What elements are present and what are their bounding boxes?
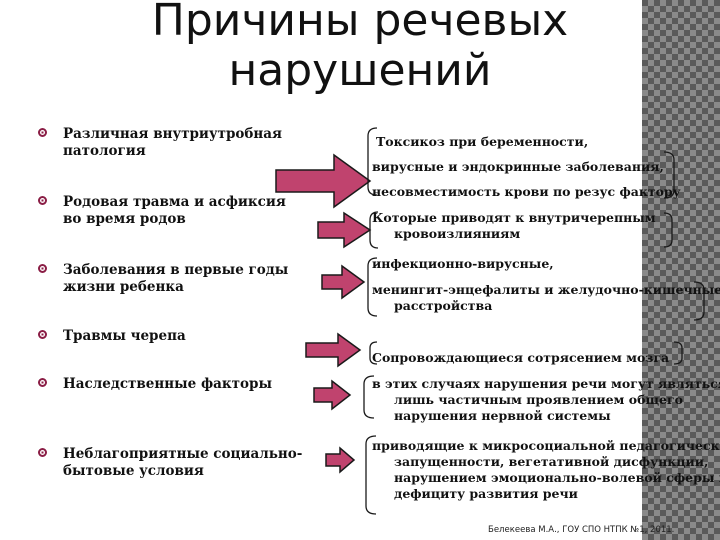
cause-text: Различная внутриутробная патология	[63, 126, 283, 159]
bullet-icon	[38, 378, 47, 387]
effect-line: менингит-энцефалиты и желудочно-кишечные	[372, 282, 720, 297]
slide-title: Причины речевых нарушений	[0, 0, 720, 96]
bracket-right	[663, 212, 673, 248]
cause-text: Заболевания в первые годы жизни ребенка	[63, 262, 289, 295]
bracket-left	[367, 127, 378, 196]
decorative-checker-stripe	[642, 0, 720, 540]
bullet-icon	[38, 196, 47, 205]
effect-text: в этих случаях нарушения речи могут явля…	[372, 376, 720, 424]
bracket-left	[365, 435, 377, 515]
effect-line: нарушения нервной системы	[394, 408, 611, 423]
effect-text: Токсикоз при беременности,	[376, 134, 589, 149]
effect-text: несовместимость крови по резус фактору	[372, 184, 681, 199]
effect-text: приводящие к микросоциальной педагогичес…	[372, 438, 720, 502]
bracket-left	[363, 375, 375, 419]
effect-line: кровоизлияниям	[394, 226, 521, 241]
title-line-1: Причины речевых	[151, 0, 569, 46]
effect-line: Которые приводят к внутричерепным	[372, 210, 656, 225]
bullet-icon	[38, 128, 47, 137]
effect-line: приводящие к микросоциальной педагогичес…	[372, 438, 720, 453]
cause-item: Неблагоприятные социально-бытовые услови…	[38, 446, 308, 480]
cause-text: Родовая травма и асфиксия во время родов	[63, 194, 286, 227]
cause-item: Различная внутриутробная патология	[38, 126, 308, 160]
effect-text: менингит-энцефалиты и желудочно-кишечные…	[372, 282, 720, 314]
effect-line: дефициту развития речи	[394, 486, 578, 501]
effect-text: Которые приводят к внутричерепным кровои…	[372, 210, 656, 242]
effect-line: лишь частичным проявлением общего	[394, 392, 683, 407]
effect-line: расстройства	[394, 298, 493, 313]
bullet-icon	[38, 330, 47, 339]
effect-line: в этих случаях нарушения речи могут явля…	[372, 376, 720, 391]
effect-text: инфекционно-вирусные,	[372, 256, 554, 271]
bracket-left	[367, 257, 378, 317]
effect-line: нарушением эмоционально-волевой сферы и	[394, 470, 720, 485]
bracket-right	[693, 281, 705, 321]
bracket-right	[663, 151, 675, 199]
title-line-2: нарушений	[228, 45, 492, 96]
arrow-icon	[321, 264, 366, 300]
cause-text: Наследственные факторы	[63, 376, 272, 392]
bracket-right	[673, 341, 683, 365]
cause-item: Наследственные факторы	[38, 376, 308, 393]
cause-text: Неблагоприятные социально-бытовые услови…	[63, 446, 303, 479]
arrow-icon	[313, 379, 352, 411]
arrow-icon	[325, 446, 356, 474]
effect-text: Сопровождающиеся сотрясением мозга	[372, 350, 670, 365]
cause-item: Травмы черепа	[38, 328, 308, 345]
arrow-icon	[317, 211, 372, 249]
cause-item: Родовая травма и асфиксия во время родов	[38, 194, 308, 228]
effect-line: запущенности, вегетативной дисфункции,	[394, 454, 709, 469]
bracket-left	[369, 211, 379, 249]
bullet-icon	[38, 448, 47, 457]
footer-credit: Белекеева М.А., ГОУ СПО НТПК №1, 2011.	[488, 525, 675, 535]
cause-text: Травмы черепа	[63, 328, 186, 344]
arrow-icon	[275, 153, 372, 209]
arrow-icon	[305, 332, 362, 368]
effect-text: вирусные и эндокринные заболевания,	[372, 159, 664, 174]
bullet-icon	[38, 264, 47, 273]
cause-item: Заболевания в первые годы жизни ребенка	[38, 262, 308, 296]
bracket-left	[369, 341, 378, 365]
